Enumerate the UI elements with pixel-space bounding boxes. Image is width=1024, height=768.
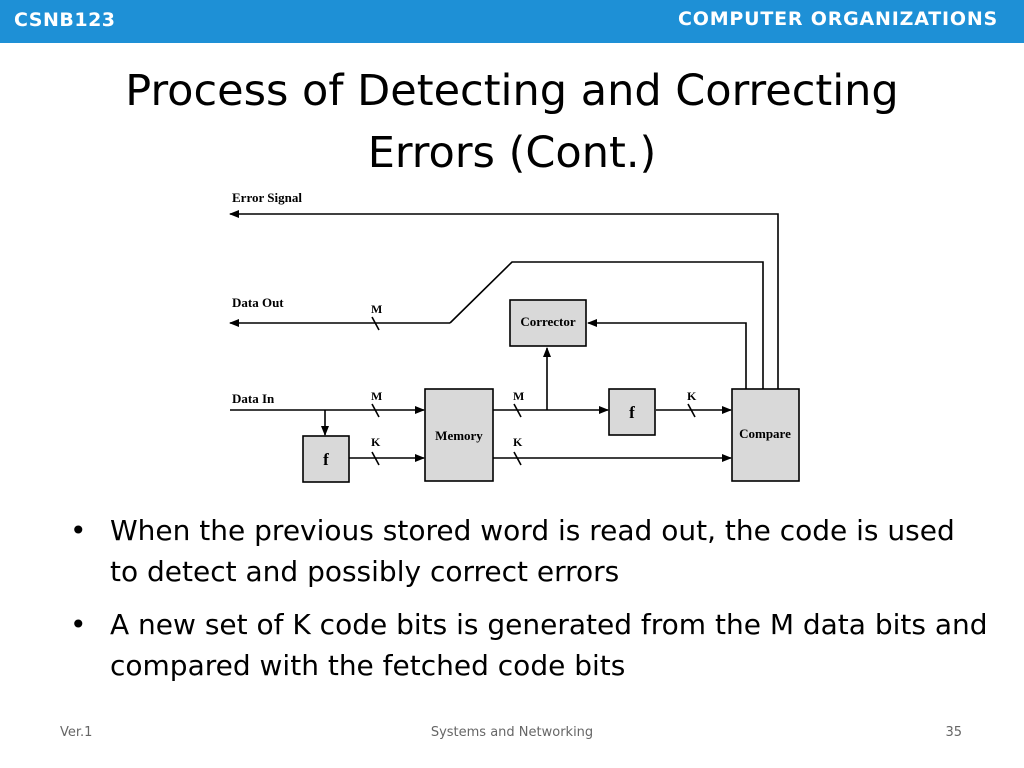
m-mem-label: M: [513, 389, 524, 403]
course-title: COMPUTER ORGANIZATIONS: [678, 8, 998, 30]
error-signal-line: [229, 210, 779, 389]
slash-k-f: [687, 403, 696, 418]
slash-m-out: [371, 316, 380, 331]
bullet-dot: •: [70, 608, 87, 641]
bullet-item: • A new set of K code bits is generated …: [70, 604, 990, 686]
slash-k-mem: [513, 451, 522, 466]
m-out-label: M: [371, 302, 382, 316]
footer-center: Systems and Networking: [430, 725, 594, 740]
footer-version: Ver.1: [60, 725, 93, 740]
error-signal-label: Error Signal: [232, 190, 302, 205]
k-in-label: K: [371, 435, 381, 449]
f-bottom-label: f: [323, 450, 329, 469]
corrector-box: [509, 299, 587, 347]
memory-label: Memory: [435, 428, 483, 443]
header-bar: [0, 0, 1024, 43]
k-mem-label: K: [513, 435, 523, 449]
f-box-top: [608, 388, 656, 436]
f-box-bottom: [302, 435, 350, 483]
bullet-dot: •: [70, 514, 87, 547]
data-in-label: Data In: [232, 391, 275, 406]
f-top-label: f: [629, 403, 635, 422]
bullet-text: When the previous stored word is read ou…: [110, 514, 955, 588]
bullet-item: • When the previous stored word is read …: [70, 510, 990, 592]
slash-k-in: [371, 451, 380, 466]
corrector-input-line: [587, 319, 747, 389]
slash-m-mem: [513, 403, 522, 418]
compare-box: [731, 388, 800, 482]
k-f-label: K: [687, 389, 697, 403]
bypass-line: [449, 261, 764, 389]
slide-title-line2: Errors (Cont.): [367, 128, 657, 178]
memory-box: [424, 388, 494, 482]
slide-title: Process of Detecting and Correcting Erro…: [40, 60, 984, 184]
page-number: 35: [945, 725, 962, 740]
slash-m-in: [371, 403, 380, 418]
bullet-list: • When the previous stored word is read …: [70, 510, 990, 698]
corrector-label: Corrector: [520, 314, 576, 329]
compare-label: Compare: [739, 426, 791, 441]
course-code: CSNB123: [14, 9, 116, 31]
bullet-text: A new set of K code bits is generated fr…: [110, 608, 988, 682]
m-in-label: M: [371, 389, 382, 403]
data-out-label: Data Out: [232, 295, 284, 310]
slide-title-line1: Process of Detecting and Correcting: [125, 66, 899, 116]
